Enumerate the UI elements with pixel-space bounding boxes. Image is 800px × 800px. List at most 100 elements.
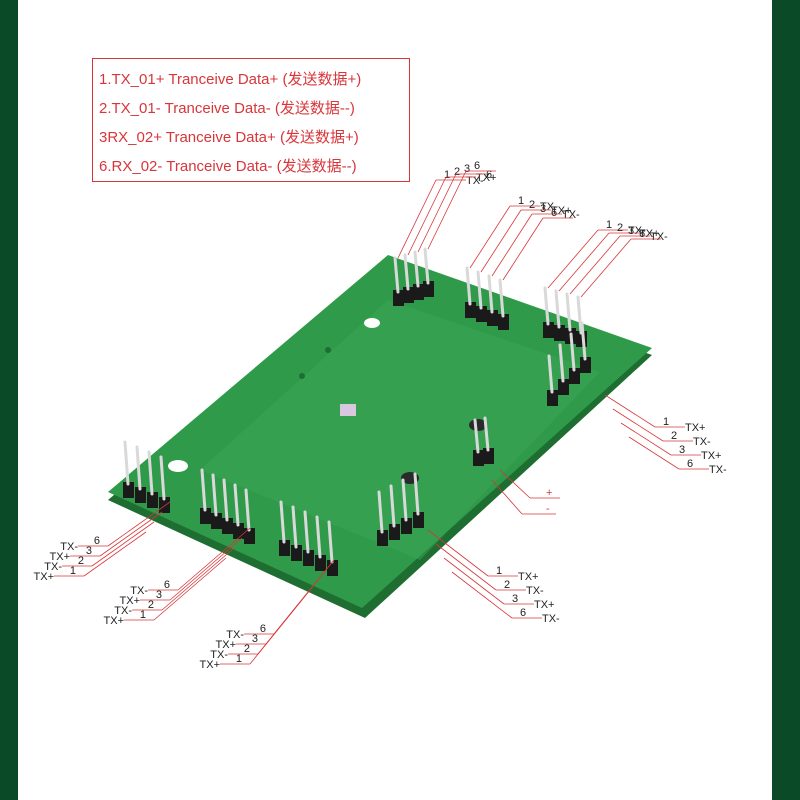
leader-line — [502, 217, 544, 281]
header-housing — [423, 281, 434, 297]
pin-header — [123, 440, 170, 513]
pin-number-label: 6 — [164, 579, 170, 591]
header-pin — [473, 418, 480, 454]
leader-line — [491, 213, 533, 277]
header-pin — [476, 270, 483, 310]
mounting-hole — [168, 460, 188, 472]
header-housing — [483, 448, 494, 464]
pin-number-label: 3 — [86, 545, 92, 557]
power-plus-label: + — [546, 487, 552, 499]
pin-number-label: 6 — [687, 458, 693, 470]
header-housing — [244, 528, 255, 544]
leader-line — [612, 408, 664, 442]
signal-label: TX+ — [476, 172, 496, 184]
header-housing — [315, 555, 326, 571]
right-frame-strip — [772, 0, 800, 800]
pin-number-label: 3 — [464, 163, 470, 175]
signal-label: TX- — [628, 225, 646, 237]
header-pin — [200, 468, 207, 512]
pin-header — [279, 500, 338, 576]
header-housing — [413, 512, 424, 528]
header-pin — [123, 440, 130, 486]
legend-line: 3RX_02+ Tranceive Data+ (发送数据+) — [99, 129, 359, 146]
header-pin — [279, 500, 286, 544]
header-pin — [159, 455, 166, 501]
header-pin — [543, 286, 550, 326]
pin-number-label: 3 — [252, 633, 258, 645]
pin-number-label: 1 — [70, 565, 76, 577]
header-housing — [123, 482, 134, 498]
leader-line — [604, 394, 656, 428]
header-housing — [200, 508, 211, 524]
header-housing — [279, 540, 290, 556]
pin-number-label: 3 — [512, 593, 518, 605]
signal-label: TX+ — [216, 639, 236, 651]
header-housing — [147, 492, 158, 508]
pin-number-label: 6 — [474, 160, 480, 172]
header-housing — [558, 379, 569, 395]
header-pin — [377, 490, 384, 534]
led-component — [340, 404, 356, 416]
leader-line — [569, 235, 621, 295]
header-pin — [413, 250, 420, 288]
pin-legend-box: 1.TX_01+ Tranceive Data+ (发送数据+) 2.TX_01… — [92, 58, 410, 182]
leader-line — [249, 589, 311, 665]
leader-line — [169, 537, 243, 601]
signal-label: TX- — [526, 585, 544, 597]
header-housing — [211, 513, 222, 529]
legend-line: 2.TX_01- Tranceive Data- (发送数据--) — [99, 100, 355, 117]
header-housing — [135, 487, 146, 503]
pin-number-label: 3 — [156, 589, 162, 601]
header-housing — [389, 524, 400, 540]
callout-bottom_a: 6TX-3TX+2TX-1TX+ — [34, 501, 171, 583]
header-housing — [498, 314, 509, 330]
header-housing — [222, 518, 233, 534]
pin-number-label: 2 — [244, 643, 250, 655]
pin-number-label: 2 — [671, 430, 677, 442]
pin-header — [465, 266, 509, 330]
signal-label: TX- — [210, 649, 228, 661]
header-housing — [303, 550, 314, 566]
signal-label: TX+ — [104, 615, 124, 627]
header-pin — [558, 343, 565, 383]
header-pin — [547, 354, 554, 394]
signal-label: TX- — [114, 605, 132, 617]
callout-bottom_b: 6TX-3TX+2TX-1TX+ — [104, 527, 251, 627]
header-pin — [233, 483, 240, 527]
pin-number-label: 1 — [496, 565, 502, 577]
pin-header — [377, 472, 424, 546]
mounting-hole — [364, 318, 380, 328]
pin-number-label: 1 — [518, 195, 524, 207]
leader-line — [99, 511, 163, 557]
signal-label: TX+ — [50, 551, 70, 563]
leader-line — [177, 527, 251, 591]
leader-line — [480, 209, 522, 273]
leader-line — [427, 529, 489, 577]
leader-line — [153, 557, 227, 621]
pin-header — [547, 321, 591, 406]
leader-line — [435, 543, 497, 591]
header-pin — [403, 253, 410, 291]
leader-line — [407, 176, 447, 256]
pin-number-label: 3 — [628, 225, 634, 237]
pin-number-label: 2 — [529, 199, 535, 211]
power-minus-label: - — [546, 503, 550, 515]
header-pin — [413, 472, 420, 516]
header-pin — [580, 321, 587, 361]
signal-label: TX- — [562, 209, 580, 221]
header-pin — [291, 505, 298, 549]
signal-label: TX- — [693, 436, 711, 448]
legend-line: 6.RX_02- Tranceive Data- (发送数据--) — [99, 158, 357, 175]
signal-label: TX- — [466, 175, 484, 187]
leader-line — [620, 422, 672, 456]
pin-number-label: 2 — [504, 579, 510, 591]
header-housing — [413, 284, 424, 300]
leader-line — [451, 571, 513, 619]
header-housing — [580, 357, 591, 373]
leader-line — [83, 531, 147, 577]
